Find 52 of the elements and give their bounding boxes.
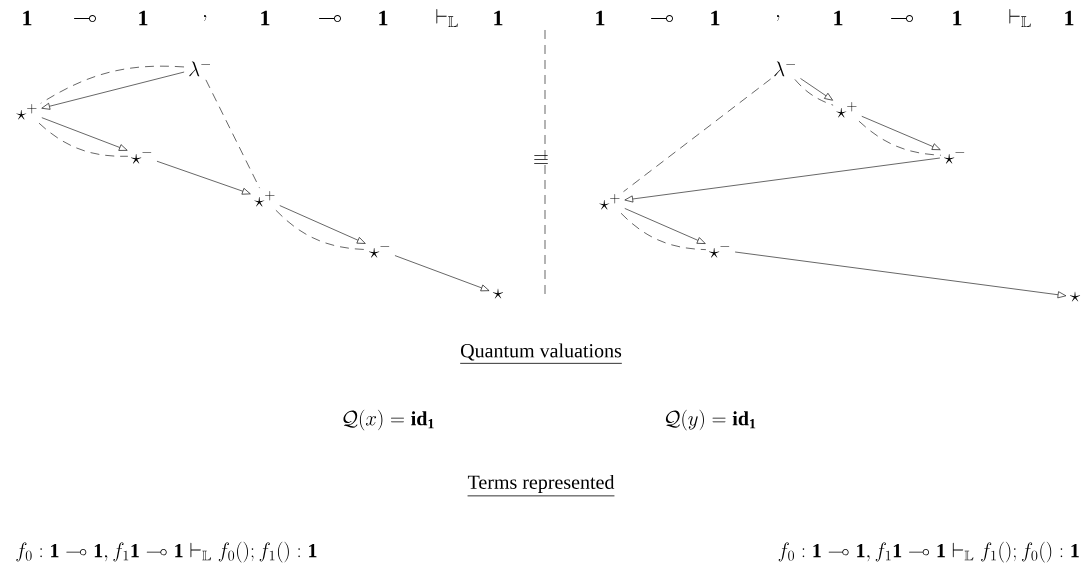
dashed-link bbox=[40, 65, 185, 104]
sequent-symbol: $\mathbf{1}$ bbox=[834, 10, 843, 26]
vertex-symbol: $\star$ bbox=[1069, 291, 1081, 302]
sequent-symbol: $,$ bbox=[777, 15, 780, 21]
formula: $\mathcal{Q}(x) = \mathbf{id}_{\mathbf{1}}$ bbox=[343, 409, 434, 431]
dashed-link bbox=[205, 79, 260, 189]
vertex-symbol: $\lambda^{-}$ bbox=[189, 61, 211, 77]
arrow bbox=[41, 117, 128, 151]
arrow bbox=[800, 78, 833, 101]
sequent-symbol: $\multimap$ bbox=[74, 15, 96, 23]
arrow bbox=[41, 71, 185, 110]
section-heading: Terms represented bbox=[467, 474, 615, 497]
sequent-symbol: $\multimap$ bbox=[891, 15, 913, 23]
sequent-symbol: $\multimap$ bbox=[651, 15, 673, 23]
sequent-symbol: $\mathbf{1}$ bbox=[596, 10, 605, 26]
dashed-link bbox=[794, 79, 834, 106]
sequent-symbol: $\mathbf{1}$ bbox=[139, 10, 148, 26]
vertex-symbol: $\star^{+}$ bbox=[599, 194, 620, 210]
equivalence-sign: $\equiv$ bbox=[534, 155, 548, 165]
arrow bbox=[279, 205, 366, 244]
sequent-symbol: $\vdash_{\mathbb{L}}$ bbox=[1009, 9, 1031, 27]
sequent-symbol: $\mathbf{1}$ bbox=[261, 10, 270, 26]
sequent-symbol: $\mathbf{1}$ bbox=[23, 10, 32, 26]
arrow bbox=[394, 255, 490, 292]
sequent-symbol: $\mathbf{1}$ bbox=[494, 10, 503, 26]
vertex-symbol: $\star^{-}$ bbox=[709, 246, 730, 258]
sequent-symbol: $\mathbf{1}$ bbox=[711, 10, 720, 26]
section-heading: Quantum valuations bbox=[459, 343, 623, 364]
formula: $\mathcal{Q}(y) = \mathbf{id}_{\mathbf{1}}$ bbox=[665, 409, 756, 431]
dashed-link bbox=[623, 78, 771, 192]
sequent-symbol: $\vdash_{\mathbb{L}}$ bbox=[436, 9, 458, 27]
arrow bbox=[624, 157, 941, 203]
dashed-link bbox=[38, 122, 129, 157]
vertex-symbol: $\star^{-}$ bbox=[131, 152, 152, 164]
sequent-symbol: $\mathbf{1}$ bbox=[379, 10, 388, 26]
sequent-symbol: $,$ bbox=[204, 15, 207, 21]
dashed-link bbox=[620, 212, 707, 250]
vertex-symbol: $\star^{+}$ bbox=[836, 102, 857, 118]
vertex-symbol: $\star^{-}$ bbox=[369, 246, 390, 258]
vertex-symbol: $\star$ bbox=[492, 288, 504, 299]
formula: $f_0 : \mathbf{1} \multimap \mathbf{1}, f_1 \mathbf{1} \multimap \mathbf{1} \vdash_{\mathbb{L}} f_0(); f_1() : \mathbf{1}$ bbox=[16, 541, 317, 563]
vertex-symbol: $\star^{-}$ bbox=[944, 152, 965, 164]
sequent-symbol: $\multimap$ bbox=[319, 15, 341, 23]
vertex-symbol: $\lambda^{-}$ bbox=[774, 61, 796, 77]
arrow bbox=[156, 160, 251, 195]
vertex-symbol: $\star^{+}$ bbox=[254, 191, 275, 207]
arrow bbox=[624, 208, 706, 244]
formula: $f_0 : \mathbf{1} \multimap \mathbf{1}, f_1 \mathbf{1} \multimap \mathbf{1} \vdash_{\mathbb{L}} f_1(); f_0() : \mathbf{1}$ bbox=[778, 541, 1079, 563]
sequent-symbol: $\mathbf{1}$ bbox=[953, 10, 962, 26]
sequent-symbol: $\mathbf{1}$ bbox=[1065, 10, 1074, 26]
arrow bbox=[734, 251, 1067, 299]
vertex-symbol: $\star^{+}$ bbox=[16, 104, 37, 120]
